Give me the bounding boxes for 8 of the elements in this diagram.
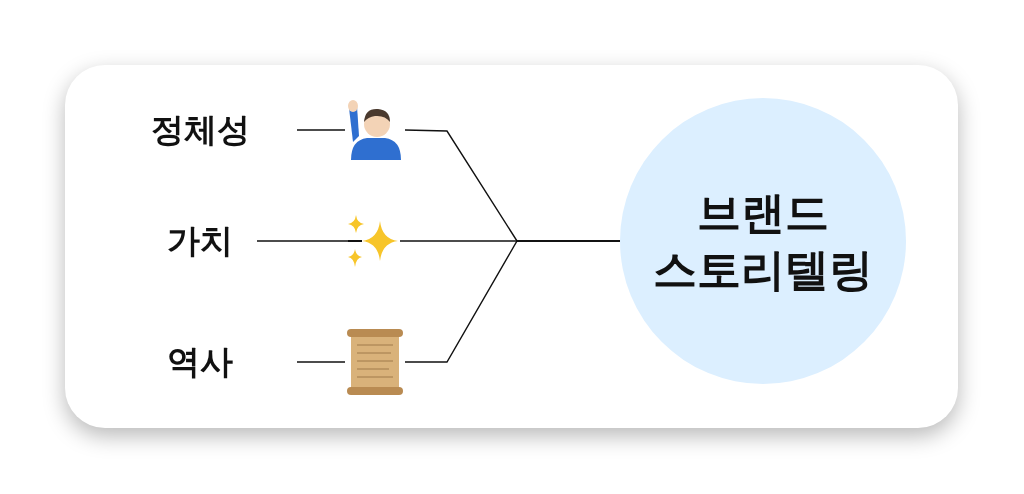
connector-line xyxy=(296,129,346,131)
title-text: 브랜드 스토리텔링 xyxy=(652,185,874,297)
connector-line xyxy=(296,361,346,363)
label-text: 역사 xyxy=(166,340,234,383)
label-text: 가치 xyxy=(166,219,234,262)
connector-line xyxy=(404,240,621,363)
label-text: 정체성 xyxy=(149,108,251,151)
connector-line xyxy=(256,240,349,242)
